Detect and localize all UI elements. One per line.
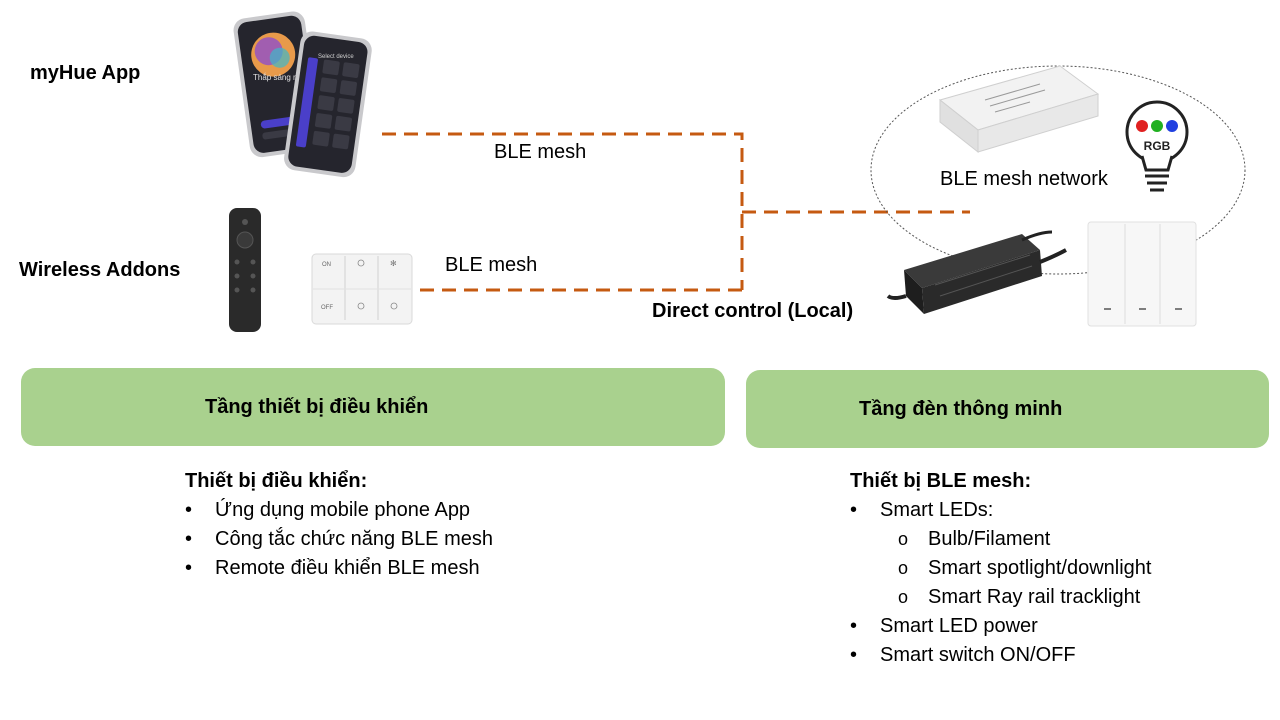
svg-text:✻: ✻ <box>390 259 397 268</box>
list-subitem: Smart spotlight/downlight <box>850 554 1151 583</box>
switch-off-label: OFF <box>321 305 333 311</box>
bulb-rgb-label: RGB <box>1144 139 1171 153</box>
list-item: Remote điều khiển BLE mesh <box>185 554 493 583</box>
list-subitem: Bulb/Filament <box>850 525 1151 554</box>
direct-control-label: Direct control (Local) <box>652 300 854 322</box>
triple-wall-switch-image <box>1087 221 1197 327</box>
ble-mesh-bottom-label: BLE mesh <box>445 254 538 276</box>
phone-header-text: Select device <box>318 54 354 60</box>
smart-light-tier-label: Tầng đèn thông minh <box>859 397 1063 420</box>
list-item: Smart LEDs: <box>850 496 1151 525</box>
rgb-bulb-icon: RGB <box>1125 100 1189 192</box>
list-item: Smart switch ON/OFF <box>850 641 1151 670</box>
ble-mesh-top-label: BLE mesh <box>494 141 587 163</box>
remote-control-image <box>229 208 261 332</box>
ble-mesh-devices-list: Thiết bị BLE mesh: Smart LEDs: Bulb/Fila… <box>850 467 1151 670</box>
list-item: Smart LED power <box>850 612 1151 641</box>
list-item: Ứng dụng mobile phone App <box>185 496 493 525</box>
connector-app-line <box>382 132 744 290</box>
control-tier-box: Tầng thiết bị điều khiển <box>21 368 725 446</box>
phone-app-image: Thắp sáng ngôi nhà của bạn Select device <box>233 11 372 178</box>
control-devices-heading: Thiết bị điều khiển: <box>185 470 368 492</box>
switch-on-label: ON <box>322 262 331 268</box>
smart-light-tier-box: Tầng đèn thông minh <box>746 370 1269 448</box>
list-item: Công tắc chức năng BLE mesh <box>185 525 493 554</box>
wireless-addons-label: Wireless Addons <box>19 259 181 281</box>
control-devices-list: Thiết bị điều khiển: Ứng dụng mobile pho… <box>185 467 493 583</box>
control-tier-label: Tầng thiết bị điều khiển <box>205 395 429 418</box>
led-driver-image <box>938 65 1100 154</box>
led-power-supply-image <box>886 230 1067 314</box>
ble-mesh-network-label: BLE mesh network <box>940 168 1108 190</box>
ble-mesh-devices-heading: Thiết bị BLE mesh: <box>850 470 1032 492</box>
connector-lines <box>382 132 970 292</box>
diagram-canvas: Thắp sáng ngôi nhà của bạn Select device <box>229 11 1246 332</box>
wall-switch-addon-image: ON OFF ✻ <box>311 253 413 325</box>
list-subitem: Smart Ray rail tracklight <box>850 583 1151 612</box>
mesh-network-ellipse <box>870 65 1246 275</box>
myhue-app-label: myHue App <box>30 62 141 84</box>
